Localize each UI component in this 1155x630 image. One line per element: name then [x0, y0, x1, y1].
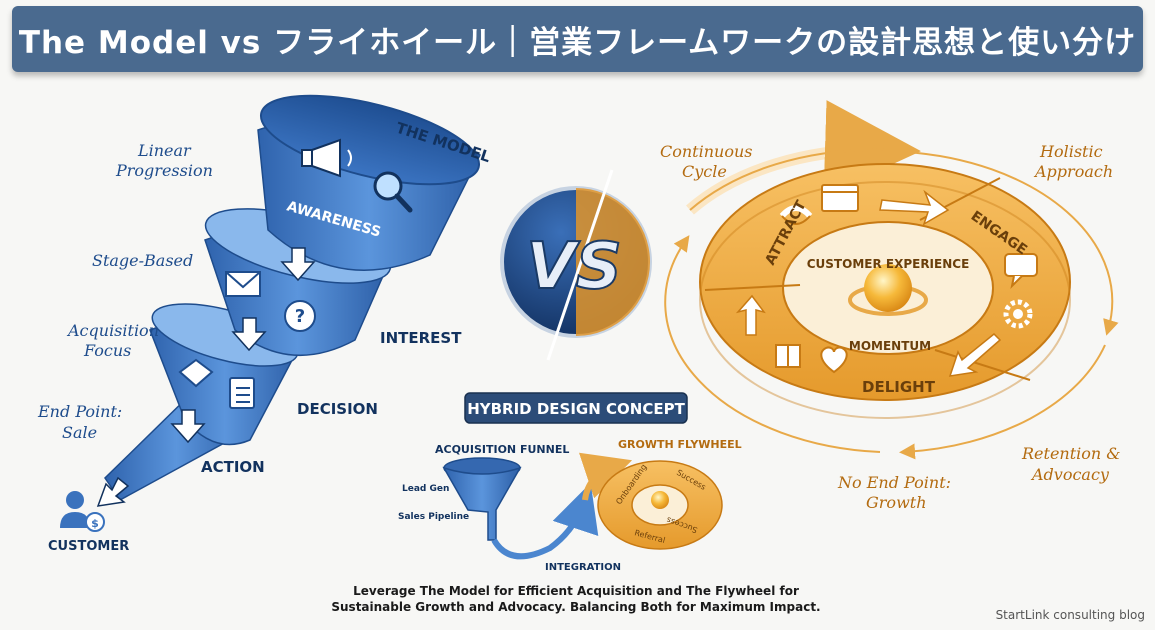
chat-icon [1004, 253, 1038, 290]
handshake-icon [178, 358, 214, 388]
heart-icon [820, 346, 848, 374]
note-end-2: Sale [62, 423, 97, 442]
megaphone-icon [301, 138, 352, 178]
gear-icon [1003, 299, 1033, 329]
vs-badge: VS [500, 169, 652, 361]
engage-arrow-icon [879, 189, 950, 226]
delight-arrow-icon [948, 332, 1002, 377]
title-bar: The Model vs フライホイール｜営業フレームワークの設計思想と使い分け [12, 6, 1143, 72]
integration-label: INTEGRATION [545, 562, 621, 573]
note-cont-1: Continuous [660, 142, 752, 161]
lead-gen-label: Lead Gen [402, 484, 449, 494]
magnifier-icon [373, 171, 413, 213]
stage-decision: DECISION [297, 400, 378, 418]
stage-action: ACTION [201, 458, 265, 476]
attract-arrow-icon [735, 294, 766, 336]
stage-interest: INTEREST [380, 329, 462, 347]
hybrid-badge [464, 392, 688, 424]
sales-pipeline-label: Sales Pipeline [398, 512, 469, 522]
note-end-1: End Point: [37, 402, 122, 421]
note-acq-2: Focus [83, 341, 131, 360]
note-linear-2: Progression [115, 161, 213, 180]
note-hol-2: Approach [1033, 162, 1113, 181]
note-stage: Stage-Based [92, 251, 193, 270]
note-hol-1: Holistic [1039, 142, 1103, 161]
hybrid-badge-label: HYBRID DESIGN CONCEPT [467, 400, 685, 418]
svg-text:$: $ [91, 517, 99, 530]
vs-label: VS [526, 230, 622, 304]
funnel-arrow-icon [96, 247, 316, 507]
model-funnel: ? THE MODEL AWARENESS INTEREST DECISION … [37, 94, 493, 554]
customer-label: CUSTOMER [48, 539, 129, 554]
growth-flywheel-label: GROWTH FLYWHEEL [618, 438, 742, 451]
checklist-icon [229, 377, 255, 409]
question-icon: ? [284, 300, 316, 332]
note-ret-2: Advocacy [1030, 465, 1110, 484]
integration-arrow [491, 482, 599, 560]
envelope-icon [225, 271, 261, 297]
center-top-label: CUSTOMER EXPERIENCE [807, 257, 970, 271]
flywheel: ATTRACT ENGAGE DELIGHT CUSTOMER EXPERIEN… [660, 100, 1121, 512]
browser-icon [821, 184, 859, 212]
caption-line-2: Sustainable Growth and Advocacy. Balanci… [331, 600, 820, 614]
momentum-ball [864, 264, 912, 312]
note-noend-1: No End Point: [837, 473, 951, 492]
svg-text:?: ? [295, 306, 305, 327]
magnet-icon [779, 205, 813, 225]
note-acq-1: Acquisition [66, 321, 159, 340]
acq-funnel-label: ACQUISITION FUNNEL [435, 443, 569, 456]
mini-funnel [442, 466, 522, 541]
note-ret-1: Retention & [1021, 444, 1121, 463]
center-bottom-label: MOMENTUM [849, 339, 931, 353]
customer-icon: $ [60, 491, 105, 532]
credit: StartLink consulting blog [995, 608, 1145, 622]
hybrid-concept: HYBRID DESIGN CONCEPT ACQUISITION FUNNEL… [331, 392, 821, 614]
gift-icon [775, 344, 801, 368]
page-title: The Model vs フライホイール｜営業フレームワークの設計思想と使い分け [18, 24, 1137, 61]
segment-delight: DELIGHT [862, 378, 936, 396]
note-cont-2: Cycle [682, 162, 727, 181]
note-linear-1: Linear [137, 141, 192, 160]
caption-line-1: Leverage The Model for Efficient Acquisi… [353, 584, 799, 598]
note-noend-2: Growth [866, 493, 927, 512]
